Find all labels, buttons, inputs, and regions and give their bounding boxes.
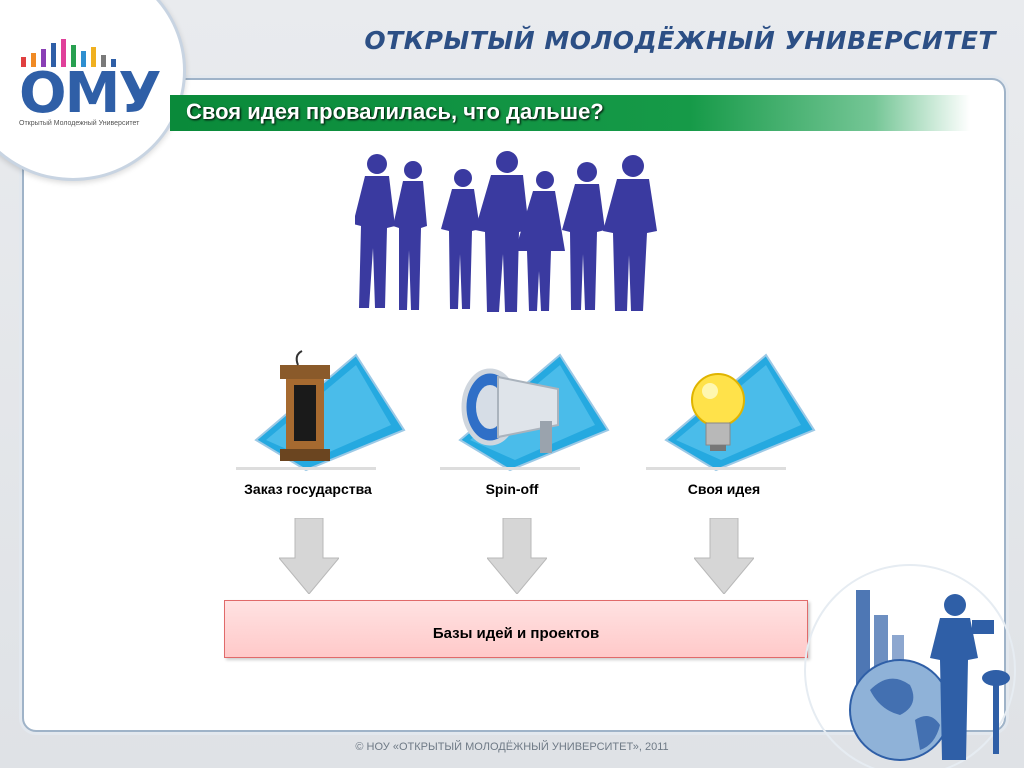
ideas-database-box: Базы идей и проектов — [224, 600, 808, 658]
arrow-down-icon — [694, 518, 754, 594]
megaphone-icon — [461, 368, 559, 453]
card-own-idea — [646, 353, 816, 472]
ideas-database-label: Базы идей и проектов — [432, 625, 600, 642]
logo: ОМУ Открытый Молодежный Университет — [0, 0, 186, 181]
card-state-order — [236, 350, 406, 472]
slide-title-banner: Своя идея провалилась, что дальше? — [170, 95, 970, 131]
arrow-down-icon — [487, 518, 547, 594]
arrow-down-icon — [279, 518, 339, 594]
card-label-own-idea: Своя идея — [687, 481, 761, 497]
logo-subtitle: Открытый Молодежный Университет — [19, 120, 140, 127]
card-spin-off — [440, 353, 610, 472]
card-label-spin-off: Spin-off — [485, 481, 539, 497]
lightbulb-icon — [691, 373, 745, 451]
people-silhouettes-icon — [355, 151, 657, 312]
slide-title: Своя идея провалилась, что дальше? — [186, 99, 604, 124]
globe-presenter-icon — [804, 564, 1016, 768]
header-title: ОТКРЫТЫЙ МОЛОДЁЖНЫЙ УНИВЕРСИТЕТ — [364, 26, 996, 55]
logo-text: ОМУ — [19, 61, 162, 126]
logo-bars-icon — [21, 39, 116, 67]
card-label-state-order: Заказ государства — [244, 481, 372, 497]
podium-icon — [280, 350, 330, 461]
footer-copyright: © НОУ «ОТКРЫТЫЙ МОЛОДЁЖНЫЙ УНИВЕРСИТЕТ»,… — [355, 741, 669, 753]
